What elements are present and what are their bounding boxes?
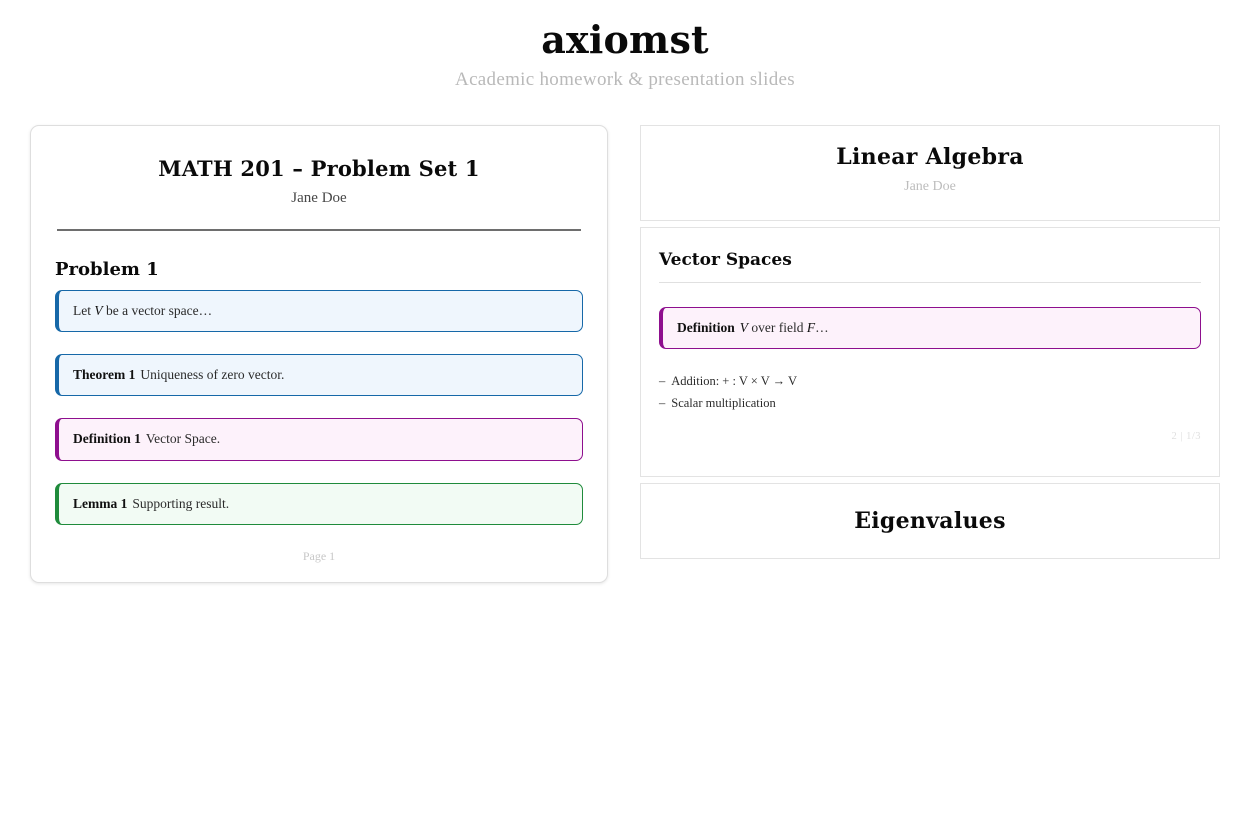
bullet-math: + : V × V → V: [722, 374, 798, 389]
slide-bullet-list: –Addition: + : V × V → V –Scalar multipl…: [659, 371, 1201, 415]
slide-title-card[interactable]: Linear Algebra Jane Doe: [640, 125, 1220, 221]
bullet-text: Scalar multiplication: [671, 396, 776, 411]
slide-heading-divider: [659, 282, 1201, 283]
document-author: Jane Doe: [291, 190, 347, 206]
workspace: MATH 201 – Problem Set 1 Jane Doe Proble…: [0, 125, 1250, 583]
bullet-dash-icon: –: [659, 374, 666, 389]
slide-deck-scroll: Linear Algebra Jane Doe Vector Spaces De…: [640, 125, 1220, 559]
callout-problem-text-pre: Let: [73, 303, 95, 318]
slide-callout-definition-label: Definition: [677, 320, 735, 335]
slide-eigenvalues-card[interactable]: Eigenvalues: [640, 483, 1220, 559]
callout-theorem-body: Uniqueness of zero vector.: [140, 367, 285, 383]
slide-eigenvalues-heading: Eigenvalues: [854, 508, 1006, 534]
app-title: axiomst: [541, 17, 709, 62]
list-item: –Scalar multiplication: [659, 393, 1201, 415]
slide-deck-viewport[interactable]: Linear Algebra Jane Doe Vector Spaces De…: [640, 125, 1220, 565]
callout-problem[interactable]: Let V be a vector space…: [55, 290, 583, 333]
bullet-text: Addition:: [671, 374, 723, 389]
slide-callout-mid: over field: [748, 320, 807, 335]
callout-problem-var: V: [94, 303, 103, 318]
slide-callout-var-v: V: [739, 320, 749, 335]
callout-problem-text-post: be a vector space…: [102, 303, 213, 318]
callout-theorem-label: Theorem 1: [73, 367, 136, 383]
app-subtitle: Academic homework & presentation slides: [455, 68, 795, 90]
slide-callout-definition[interactable]: Definition V over field F…: [659, 307, 1201, 350]
document-title: MATH 201 – Problem Set 1: [158, 156, 480, 181]
document-page-footer: Page 1: [302, 548, 336, 563]
slide-title-heading: Linear Algebra: [836, 144, 1024, 170]
callout-definition-label: Definition 1: [73, 431, 141, 447]
document-section-heading: Problem 1: [55, 259, 159, 280]
slide-title-author: Jane Doe: [904, 179, 956, 194]
document-preview-card: MATH 201 – Problem Set 1 Jane Doe Proble…: [30, 125, 608, 583]
callout-definition-body: Vector Space.: [145, 431, 221, 447]
document-title-rule: [57, 229, 581, 231]
slide-callout-post: …: [815, 320, 829, 335]
slide-callout-var-f: F: [806, 320, 816, 335]
list-item: –Addition: + : V × V → V: [659, 371, 1201, 393]
slide-content-heading: Vector Spaces: [659, 250, 792, 270]
slide-page-indicator: 2 | 1/3: [1171, 431, 1201, 442]
bullet-dash-icon: –: [659, 396, 666, 411]
callout-lemma-label: Lemma 1: [73, 495, 128, 511]
masthead: axiomst Academic homework & presentation…: [0, 0, 1250, 91]
callout-lemma-body: Supporting result.: [132, 495, 230, 511]
